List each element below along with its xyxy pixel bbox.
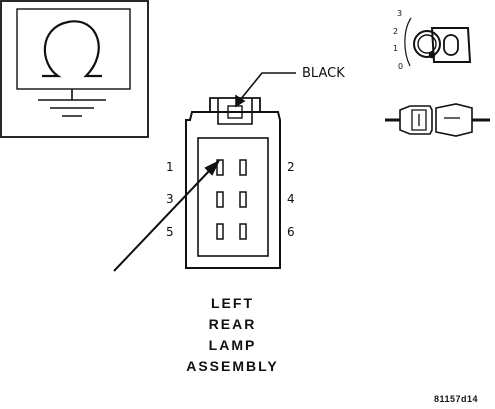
pin-number-3: 3 [166, 192, 174, 206]
title-line-4: ASSEMBLY [186, 358, 279, 374]
ignition-position-3: 3 [397, 9, 403, 18]
ignition-position-2: 2 [393, 27, 399, 36]
pin-1-arrow [113, 159, 221, 272]
ground-omega-icon [0, 0, 149, 138]
pin-2-terminal [239, 159, 247, 176]
pin-terminals [216, 159, 247, 240]
title-line-1: LEFT [211, 295, 254, 311]
ignition-key-icon [404, 17, 472, 67]
wire-color-leader [235, 72, 296, 108]
ignition-position-1: 1 [393, 44, 399, 53]
title-line-2: REAR [208, 316, 257, 332]
connector-body [185, 97, 281, 269]
connector-title: LEFT REAR LAMP ASSEMBLY [150, 293, 315, 377]
connector-plug-icon [385, 103, 490, 137]
ignition-position-0: 0 [398, 62, 404, 71]
pin-4-terminal [239, 191, 247, 208]
title-line-3: LAMP [208, 337, 257, 353]
pin-6-terminal [239, 223, 247, 240]
pin-number-5: 5 [166, 225, 174, 239]
figure-id: 81157d14 [434, 394, 479, 404]
pin-number-1: 1 [166, 160, 174, 174]
pin-3-terminal [216, 191, 224, 208]
pin-number-4: 4 [287, 192, 295, 206]
wire-color-label: BLACK [302, 66, 345, 81]
pin-number-2: 2 [287, 160, 295, 174]
pin-5-terminal [216, 223, 224, 240]
pin-number-6: 6 [287, 225, 295, 239]
